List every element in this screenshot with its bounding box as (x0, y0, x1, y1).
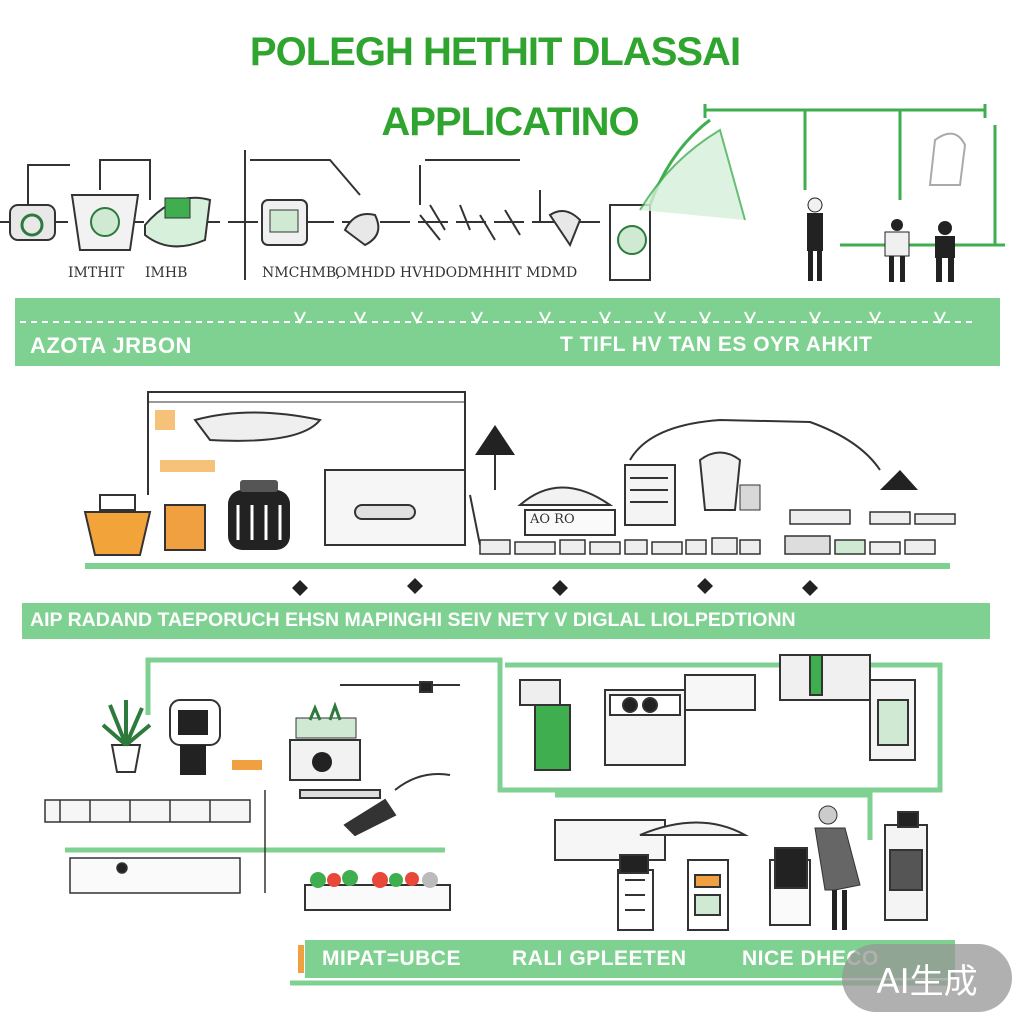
orange-marker (298, 945, 304, 973)
right-upper-machines (519, 654, 916, 771)
orange-boxes (155, 410, 322, 472)
orange-box (164, 504, 206, 551)
lamp-icon (880, 470, 918, 490)
shelf-left (44, 790, 266, 894)
band-1-left-label: AZOTA JRBON (30, 333, 192, 358)
lower-frame (65, 657, 950, 986)
jar-icon (83, 494, 152, 556)
lamp-icon (475, 425, 515, 490)
person-icon (884, 219, 910, 282)
caption-2: IMHB (145, 265, 188, 281)
band-2-label: AIP RADAND TAEPORUCH EHSN MAPINGHI SEIV … (30, 609, 796, 631)
counter-items (479, 509, 956, 555)
page-title: POLEGH HETHIT DLASSAI (249, 30, 741, 74)
person-icon (807, 197, 823, 281)
top-machine-5 (343, 204, 582, 248)
caption-5: MHHIT MDMD (468, 265, 578, 281)
top-machine-3 (144, 196, 212, 248)
blender-icon (169, 699, 221, 775)
chef-station (698, 451, 761, 511)
fan-icon (90, 207, 120, 237)
sketch-figure (928, 132, 967, 186)
person-icon (935, 221, 955, 282)
top-machine-4 (261, 199, 308, 246)
green-machine (609, 118, 746, 281)
band-3-mid-label: RALI GPLEETEN (512, 947, 687, 970)
gear-icon (20, 213, 44, 237)
right-lower-kitchen (554, 819, 811, 931)
overhead-rail (703, 104, 1005, 247)
band-3-left-label: MIPAT=UBCE (322, 947, 461, 970)
page-subtitle: APPLICATINO (381, 100, 639, 144)
vegetable-icon (304, 870, 451, 911)
oven-label: AO RO (530, 512, 575, 527)
diamond-icon (292, 578, 818, 596)
kitchen-frame (147, 391, 481, 546)
oven-station (517, 418, 881, 536)
oven-icon (289, 701, 361, 781)
plant-icon (101, 700, 152, 773)
orange-tag (232, 760, 262, 770)
ai-generated-badge: AI生成 (842, 944, 1012, 1012)
counter-mid (299, 681, 460, 837)
top-machine-2 (70, 194, 140, 251)
caption-1: IMTHIT (68, 265, 125, 281)
top-machine-1 (9, 204, 56, 241)
band-1 (15, 298, 1000, 366)
person-icon (814, 805, 861, 930)
band-2 (22, 603, 990, 639)
cart-icon (884, 811, 928, 921)
band-1-right-label: T TIFL HV TAN ES OYR AHKIT (560, 333, 873, 356)
pot-icon (228, 480, 290, 550)
caption-3: NMCHMB, (262, 265, 341, 281)
caption-4: OMHDD HVHDOD (335, 265, 469, 281)
